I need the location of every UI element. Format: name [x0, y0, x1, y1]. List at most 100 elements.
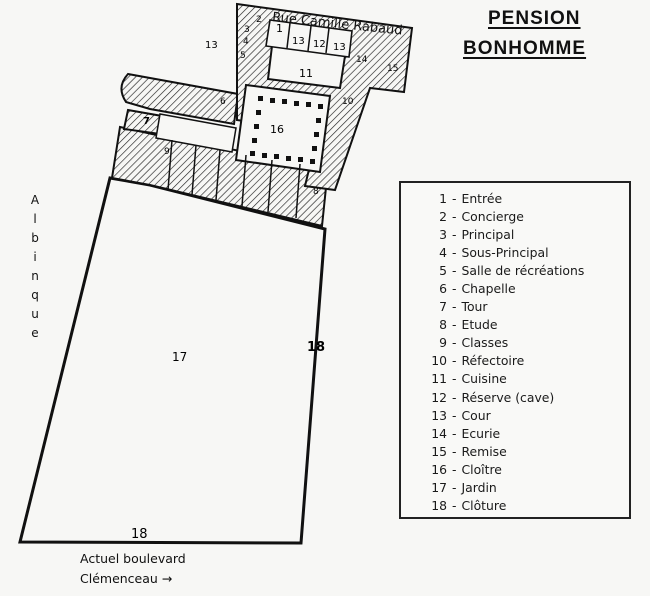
legend-label: Concierge [461, 209, 524, 225]
legend-item: 3-Principal [419, 226, 629, 244]
passage [155, 113, 237, 153]
label-chapel: 6 [220, 97, 226, 107]
legend-item: 16-Cloître [419, 461, 629, 479]
label-reserve: 12 [313, 39, 326, 50]
legend-label: Etude [461, 317, 498, 333]
legend-label: Tour [461, 299, 488, 315]
legend-separator: - [452, 371, 457, 387]
street-left-letter: q [31, 288, 39, 302]
label-sous-principal: 4 [243, 37, 249, 47]
legend-number: 10 [431, 353, 447, 369]
legend-item: 9-Classes [419, 334, 629, 352]
legend-number: 13 [431, 407, 447, 423]
legend-number: 9 [439, 335, 447, 351]
street-left-letter: l [33, 212, 37, 226]
label-recreation: 5 [240, 51, 246, 61]
street-bottom-line-2: Clémenceau → [80, 571, 173, 586]
legend-item: 7-Tour [419, 298, 629, 316]
chapel-building [120, 72, 240, 126]
legend-label: Remise [461, 443, 507, 459]
legend-separator: - [452, 335, 457, 351]
legend-number: 1 [439, 191, 447, 206]
street-left-letter: A [30, 193, 40, 207]
legend-number: 12 [431, 389, 447, 405]
label-classes: 9 [164, 147, 170, 157]
street-left-letter: i [33, 250, 37, 264]
legend-label: Chapelle [461, 281, 516, 297]
street-bottom-line-1: Actuel boulevard [80, 551, 186, 566]
label-principal: 3 [244, 25, 250, 35]
legend-label: Jardin [461, 479, 497, 495]
legend-item: 8-Etude [419, 316, 629, 334]
label-garden: 17 [172, 350, 187, 364]
legend-item: 1-Entrée [419, 190, 629, 208]
legend-item: 14-Ecurie [419, 425, 629, 443]
legend-label: Salle de récréations [461, 263, 585, 279]
legend-label: Sous-Principal [461, 245, 549, 261]
legend-separator: - [452, 263, 457, 279]
legend-label: Cuisine [461, 371, 507, 387]
street-left-letter: b [31, 231, 39, 245]
label-fence-right: 18 [307, 340, 325, 355]
legend-separator: - [452, 353, 457, 369]
title-line-2: BONHOMME [463, 38, 587, 59]
legend-item: 4-Sous-Principal [419, 244, 629, 262]
label-cloister: 16 [270, 123, 284, 136]
legend-number: 7 [439, 299, 447, 315]
label-entry: 1 [276, 22, 283, 35]
label-courtyard-c: 13 [205, 40, 218, 51]
legend-item: 5-Salle de récréations [419, 262, 629, 280]
street-left-letter: e [31, 326, 39, 340]
legend-item: 15-Remise [419, 443, 629, 461]
legend-separator: - [452, 389, 457, 405]
legend-separator: - [452, 443, 457, 459]
legend-number: 11 [431, 371, 447, 387]
legend-number: 15 [431, 443, 447, 459]
label-concierge: 2 [256, 15, 262, 25]
title-line-1: PENSION [488, 8, 581, 29]
label-courtyard-b: 13 [333, 42, 346, 53]
street-left: A l b i n q u e [28, 191, 42, 343]
legend-number: 17 [431, 479, 447, 495]
label-courtyard-a: 13 [292, 36, 305, 47]
legend-number: 4 [439, 245, 447, 261]
legend-number: 3 [439, 227, 447, 243]
legend-separator: - [452, 407, 457, 423]
legend-item: 18-Clôture [419, 497, 629, 515]
legend-label: Classes [461, 335, 509, 351]
classes-building [110, 125, 330, 228]
legend-label: Clôture [461, 497, 507, 513]
street-left-letter: n [31, 269, 39, 283]
legend-item: 10-Réfectoire [419, 352, 629, 370]
legend-separator: - [452, 227, 457, 243]
legend-separator: - [452, 245, 457, 261]
legend-item: 12-Réserve (cave) [419, 389, 629, 407]
legend-separator: - [452, 479, 457, 495]
legend-separator: - [452, 209, 457, 225]
legend-separator: - [452, 317, 457, 333]
legend-number: 6 [439, 281, 447, 297]
legend-separator: - [452, 281, 457, 297]
legend-item: 6-Chapelle [419, 280, 629, 298]
label-refectory: 10 [342, 97, 354, 107]
cloister-columns [250, 96, 323, 164]
legend-number: 5 [439, 263, 447, 279]
legend-separator: - [452, 191, 457, 206]
label-tower: 7 [143, 116, 150, 127]
legend-item: 17-Jardin [419, 479, 629, 497]
label-kitchen: 11 [299, 67, 313, 80]
legend-label: Principal [461, 227, 515, 243]
label-stable: 14 [356, 55, 368, 65]
label-remise: 15 [387, 64, 398, 74]
legend-label: Cloître [461, 461, 502, 477]
legend-label: Ecurie [461, 425, 501, 441]
legend-label: Réfectoire [461, 353, 525, 369]
legend-item: 11-Cuisine [419, 370, 629, 388]
legend-separator: - [452, 497, 457, 513]
legend-separator: - [452, 461, 457, 477]
legend-label: Entrée [461, 191, 503, 206]
street-left-letter: u [31, 307, 39, 321]
legend-item: 2-Concierge [419, 208, 629, 226]
